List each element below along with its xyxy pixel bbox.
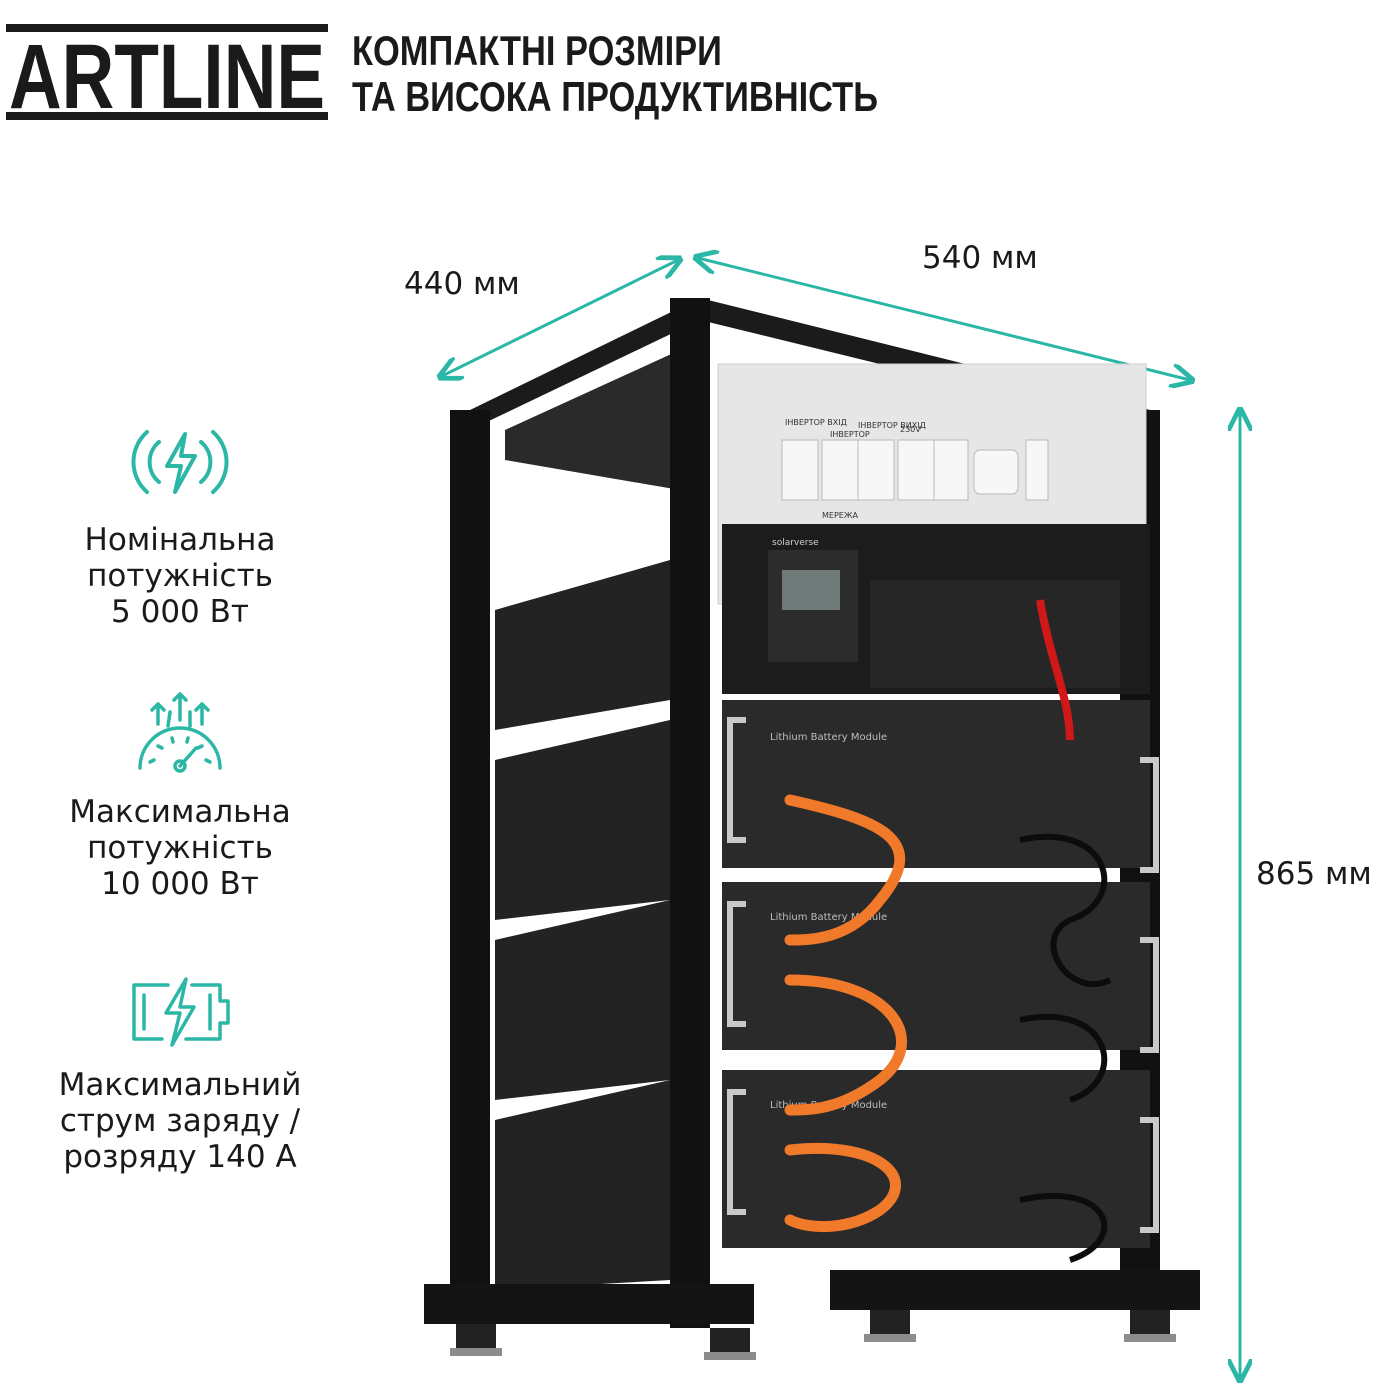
battery-label: Lithium Battery Module	[770, 732, 887, 743]
battery-charge-icon	[132, 977, 230, 1047]
rack-post-left-front	[450, 410, 490, 1310]
battery-modules	[722, 700, 1150, 1248]
artline-logo: ARTLINE	[6, 22, 328, 128]
inverter-vent	[870, 580, 1120, 688]
rack-base-left	[424, 1284, 754, 1324]
breaker-label: ІНВЕРТОР	[830, 430, 870, 439]
height-label: 865 мм	[1256, 856, 1372, 892]
width-label: 540 мм	[922, 240, 1038, 276]
feature-label-line: струм заряду /	[59, 1103, 301, 1139]
rack-shelf	[505, 350, 680, 490]
battery-rack-image: ІНВЕРТОР ВХІД ІНВЕРТОР ІНВЕРТОР ВИХІД 23…	[410, 280, 1210, 1390]
feature-nominal-power: Номінальна потужність 5 000 Вт	[0, 420, 360, 630]
feature-label-line: Максимальний	[58, 1067, 302, 1103]
feature-max-current: Максимальний струм заряду / розряду 140 …	[0, 975, 360, 1175]
breaker-label: ІНВЕРТОР ВХІД	[785, 418, 847, 427]
feature-value: 5 000 Вт	[111, 594, 249, 630]
rack-top-frame	[470, 298, 1150, 430]
inverter-display	[782, 570, 840, 610]
feature-label-line: потужність	[87, 830, 273, 866]
socket-label: 230V	[900, 425, 921, 434]
feature-label-line: Максимальна	[69, 794, 291, 830]
headline-line-2: ТА ВИСОКА ПРОДУКТИВНІСТЬ	[352, 73, 878, 120]
battery-label: Lithium Battery Module	[770, 912, 887, 923]
feature-label-line: потужність	[87, 558, 273, 594]
headline: КОМПАКТНІ РОЗМІРИ ТА ВИСОКА ПРОДУКТИВНІС…	[352, 28, 878, 120]
headline-line-1: КОМПАКТНІ РОЗМІРИ	[352, 27, 722, 74]
speedometer-icon	[138, 692, 222, 773]
feature-max-power: Максимальна потужність 10 000 Вт	[0, 690, 360, 902]
wireless-bolt-icon	[131, 430, 229, 494]
rack-post-center	[670, 298, 710, 1328]
logo-text: ARTLINE	[9, 26, 325, 122]
grid-label: МЕРЕЖА	[822, 511, 858, 520]
feature-value: розряду 140 А	[63, 1139, 297, 1175]
breaker-label: ІНВЕРТОР ВИХІД	[858, 421, 926, 430]
depth-label: 440 мм	[404, 266, 520, 302]
feature-value: 10 000 Вт	[101, 866, 259, 902]
rack-base-right	[830, 1270, 1210, 1310]
feature-label-line: Номінальна	[84, 522, 276, 558]
inverter-brand: solarverse	[772, 538, 819, 548]
